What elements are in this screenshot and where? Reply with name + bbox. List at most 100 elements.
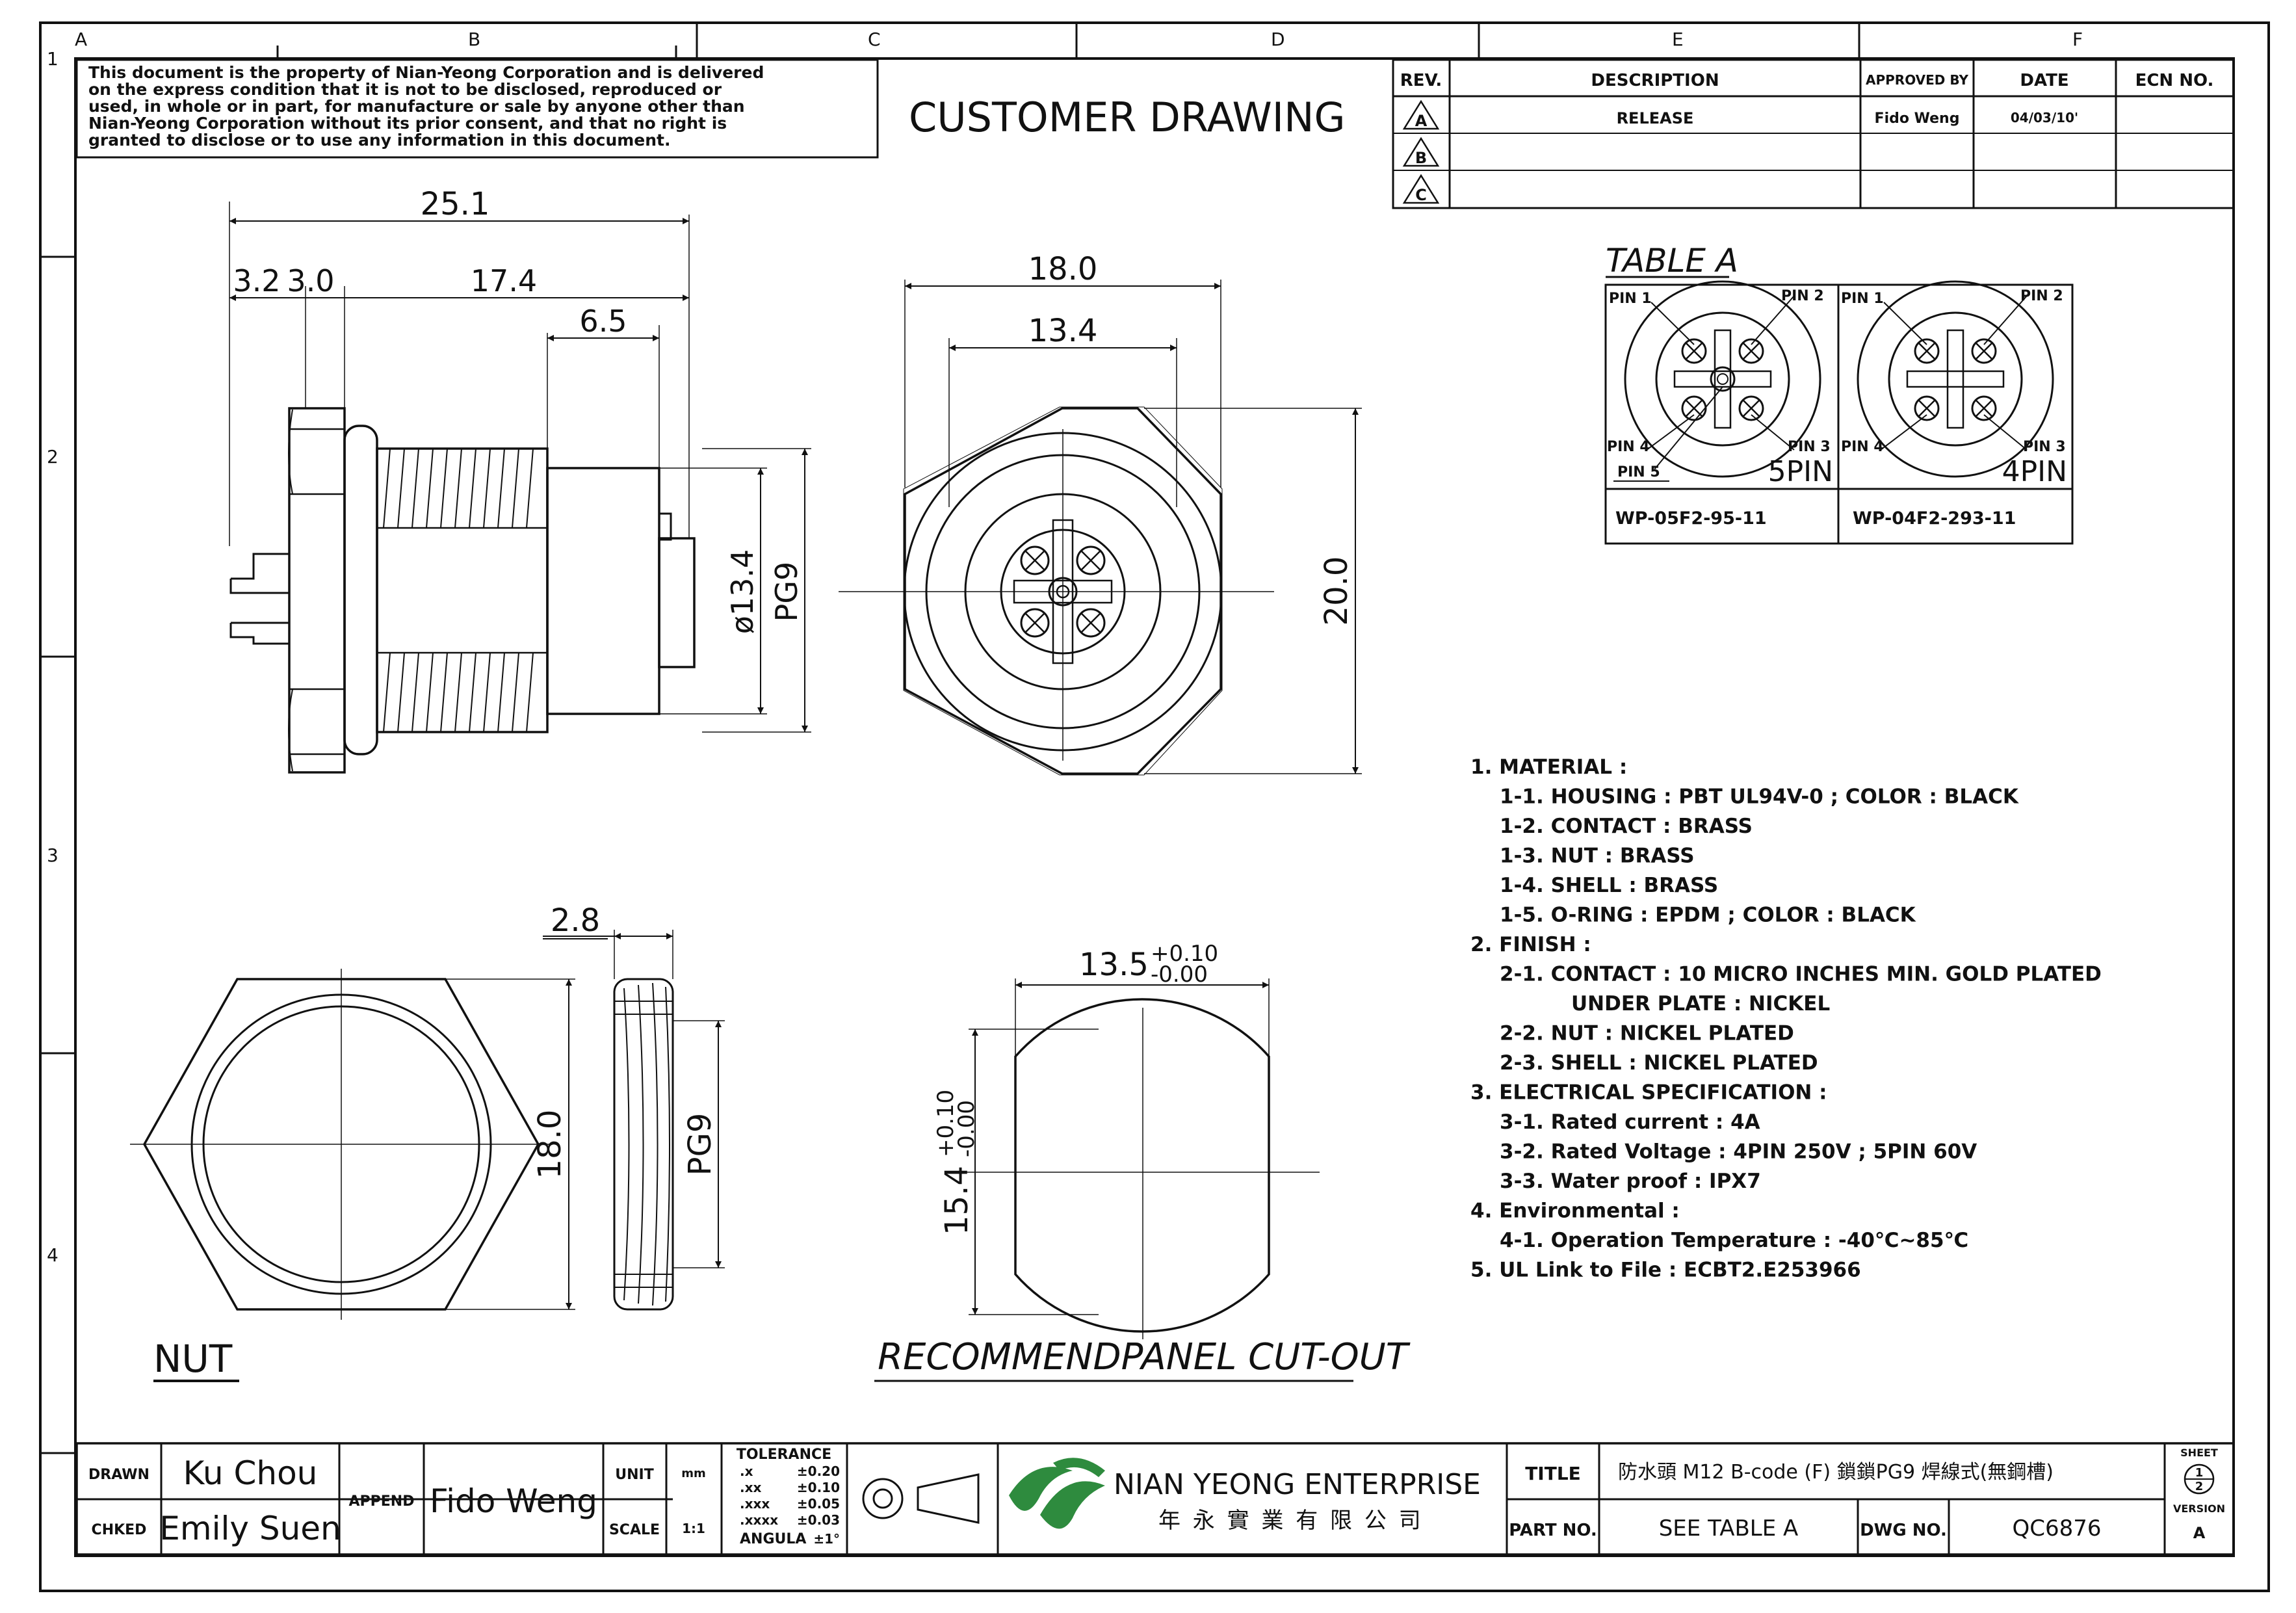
specifications-list: 1. MATERIAL :1-1. HOUSING : PBT UL94V-0 … <box>1470 755 2102 1282</box>
col-label-f: F <box>2072 29 2083 50</box>
thread-lines <box>383 448 534 733</box>
scale-label: SCALE <box>609 1522 660 1538</box>
sheet-total: 2 <box>2195 1480 2204 1493</box>
dim-cutout-width-plus: +0.10 <box>1151 941 1218 967</box>
spec-line: UNDER PLATE : NICKEL <box>1571 992 1830 1016</box>
five-pin-part: WP-05F2-95-11 <box>1615 508 1767 529</box>
nut-view: 2.8 18.0 PG9 NUT <box>130 902 725 1382</box>
spec-line: 2. FINISH : <box>1470 933 1591 956</box>
tolerance-v-1: ±0.10 <box>797 1480 840 1495</box>
dim-thread-length: 17.4 <box>471 263 537 298</box>
dim-flange-1: 3.2 <box>233 263 280 298</box>
spec-line: 3-3. Water proof : IPX7 <box>1500 1170 1761 1193</box>
side-view: 25.1 3.2 3.0 17.4 6.5 ø13.4 PG9 <box>229 186 811 774</box>
date-header: DATE <box>2020 71 2068 90</box>
sheet-label: SHEET <box>2180 1447 2218 1459</box>
tolerance-v-4: ±1° <box>813 1531 840 1547</box>
rev-c-letter: C <box>1415 186 1427 204</box>
dim-overall-length: 25.1 <box>421 186 490 222</box>
dim-diameter: ø13.4 <box>725 549 760 635</box>
company-name-en: NIAN YEONG ENTERPRISE <box>1114 1468 1481 1501</box>
five-pin-2: PIN 2 <box>1781 288 1824 304</box>
dim-cutout-height-plus: +0.10 <box>933 1090 959 1157</box>
rev-a-description: RELEASE <box>1617 109 1694 127</box>
four-pin-2: PIN 2 <box>2020 288 2063 304</box>
dim-nut-thread: PG9 <box>682 1113 718 1176</box>
title-block: DRAWN Ku Chou CHKED Emily Suen APPEND Fi… <box>75 1442 2235 1556</box>
four-pin-1: PIN 1 <box>1841 291 1884 307</box>
ecn-header: ECN NO. <box>2135 71 2214 90</box>
checked-name: Emily Suen <box>159 1510 341 1547</box>
spec-line: 4-1. Operation Temperature : -40℃~85℃ <box>1500 1229 1968 1252</box>
dwg-label: DWG NO. <box>1860 1521 1947 1540</box>
col-label-b: B <box>468 29 480 50</box>
dim-cutout-height-base: 15.4 <box>939 1166 975 1235</box>
spec-line: 2-3. SHELL : NICKEL PLATED <box>1500 1051 1818 1075</box>
dim-thread-side: PG9 <box>769 562 804 622</box>
rev-a-date: 04/03/10' <box>2011 110 2078 125</box>
column-labels: A B C D E F <box>75 29 2083 50</box>
row-label-4: 4 <box>47 1244 59 1266</box>
dim-cutout-height: 15.4 <box>939 1166 975 1235</box>
rev-a-approved: Fido Weng <box>1875 111 1960 127</box>
header-title: CUSTOMER DRAWING <box>909 94 1346 141</box>
drawn-name: Ku Chou <box>183 1454 318 1492</box>
spec-line: 5. UL Link to File : ECBT2.E253966 <box>1470 1259 1861 1282</box>
dim-cutout-width-minus: -0.00 <box>1151 962 1208 988</box>
four-pin-label: 4PIN <box>2002 455 2067 488</box>
append-label: APPEND <box>349 1493 415 1510</box>
version-label: VERSION <box>2173 1502 2225 1515</box>
spec-line: 1-4. SHELL : BRASS <box>1500 874 1718 897</box>
checked-label: CHKED <box>92 1522 147 1538</box>
confidentiality-notice: This document is the property of Nian-Ye… <box>75 59 879 159</box>
sheet-number-icon <box>2184 1463 2215 1495</box>
unit-label: UNIT <box>615 1467 653 1483</box>
front-view: 18.0 13.4 20.0 <box>839 251 1362 776</box>
tolerance-v-2: ±0.05 <box>797 1496 840 1512</box>
dim-front-outer: 18.0 <box>1028 251 1098 287</box>
five-pin-diagram: PIN 1 PIN 2 PIN 3 PIN 4 PIN 5 5PIN WP-05… <box>1607 280 1833 529</box>
spec-line: 3-2. Rated Voltage : 4PIN 250V ; 5PIN 60… <box>1500 1140 1977 1164</box>
notice-line-1: This document is the property of Nian-Ye… <box>88 63 764 82</box>
row-label-3: 3 <box>47 845 59 866</box>
row-label-1: 1 <box>47 48 59 70</box>
four-pin-diagram: PIN 1 PIN 2 PIN 3 PIN 4 4PIN WP-04F2-293… <box>1841 280 2067 529</box>
col-label-d: D <box>1271 29 1285 50</box>
part-value: SEE TABLE A <box>1659 1515 1799 1541</box>
spec-line: 1. MATERIAL : <box>1470 755 1627 779</box>
dim-nut-across: 18.0 <box>532 1110 568 1179</box>
scale-value: 1:1 <box>682 1521 705 1536</box>
nut-side-threads <box>614 982 673 1306</box>
description-header: DESCRIPTION <box>1591 71 1719 90</box>
panel-cutout-view: 13.5 +0.10 -0.00 15.4 +0.10 -0.00 RECOMM… <box>874 941 1411 1382</box>
nut-title: NUT <box>153 1337 233 1381</box>
tolerance-k-4: ANGULA <box>740 1531 806 1547</box>
row-label-2: 2 <box>47 446 59 467</box>
five-pin-label: 5PIN <box>1768 455 1833 488</box>
spec-line: 1-5. O-RING : EPDM ; COLOR : BLACK <box>1500 904 1916 927</box>
rev-a-triangle <box>1402 99 1440 130</box>
dim-flange-2: 3.0 <box>287 263 334 298</box>
notice-line-4: Nian-Yeong Corporation without its prior… <box>88 114 727 133</box>
part-label: PART NO. <box>1509 1521 1597 1540</box>
dim-sleeve-length: 6.5 <box>579 304 627 339</box>
title-label: TITLE <box>1525 1463 1581 1484</box>
spec-line: 2-1. CONTACT : 10 MICRO INCHES MIN. GOLD… <box>1500 963 2102 986</box>
four-pin-part: WP-04F2-293-11 <box>1853 508 2016 529</box>
col-label-a: A <box>75 29 87 50</box>
dwg-value: QC6876 <box>2012 1515 2101 1541</box>
col-label-e: E <box>1672 29 1684 50</box>
row-labels: 1 2 3 4 <box>47 48 59 1266</box>
dim-front-height: 20.0 <box>1318 557 1355 626</box>
dim-cutout-width-base: 13.5 <box>1079 947 1149 983</box>
spec-line: 1-2. CONTACT : BRASS <box>1500 815 1753 838</box>
projection-symbol-icon <box>862 1473 980 1524</box>
spec-line: 3. ELECTRICAL SPECIFICATION : <box>1470 1081 1827 1105</box>
notice-line-2: on the express condition that it is not … <box>88 80 722 99</box>
tolerance-k-0: .x <box>740 1463 753 1479</box>
rev-b-letter: B <box>1415 149 1427 167</box>
rev-a-letter: A <box>1415 112 1428 130</box>
dim-cutout-width: 13.5 <box>1079 947 1149 983</box>
company-logo-icon <box>1009 1458 1105 1529</box>
